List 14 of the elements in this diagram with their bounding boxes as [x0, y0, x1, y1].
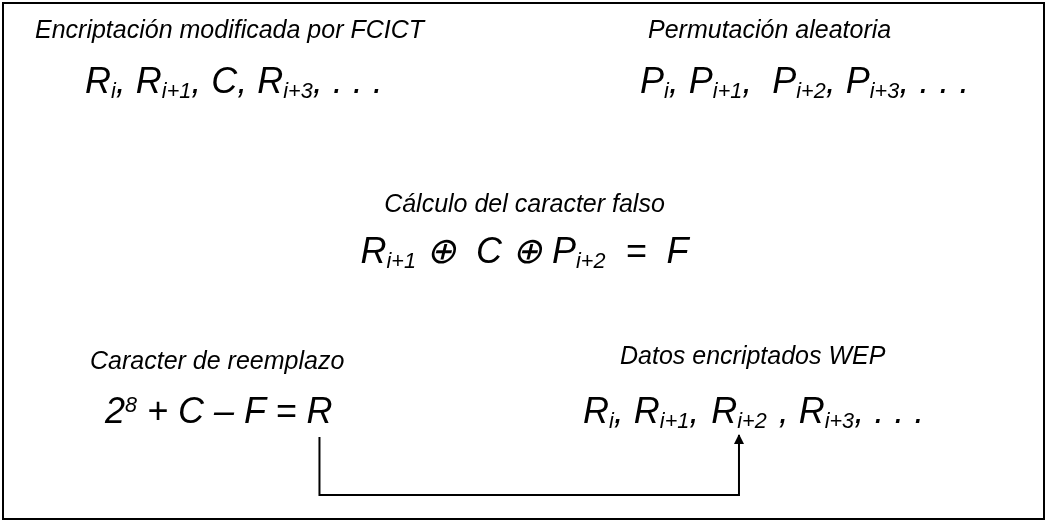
heading: Datos encriptados WEP	[620, 341, 886, 369]
heading: Cálculo del caracter falso	[384, 188, 665, 219]
formula: R$_{i+1}$ ⊕ C ⊕ P$_{i+2}$ = F	[360, 229, 689, 273]
arrow	[318, 434, 744, 496]
formula: R$_{i}$, R$_{i+1}$,	[583, 389, 700, 433]
formula: P$_{i}$, P$_{i+1}$, P$_{i+2}$, P$_{i+3}$, . . .	[640, 60, 970, 101]
formula-term: R	[306, 388, 333, 433]
formula: 2$^{8}$ + C – F =	[105, 389, 297, 433]
heading: Encriptación modificada por FCICT	[35, 15, 425, 43]
heading: Caracter de reemplazo	[90, 346, 345, 374]
formula-term: R$_{i+2}$	[711, 388, 767, 433]
formula: , R$_{i+3}$, . . .	[778, 389, 925, 433]
heading: Permutación aleatoria	[648, 15, 892, 43]
formula: R$_{i}$, R$_{i+1}$, C, R$_{i+3}$, . . .	[85, 60, 383, 101]
